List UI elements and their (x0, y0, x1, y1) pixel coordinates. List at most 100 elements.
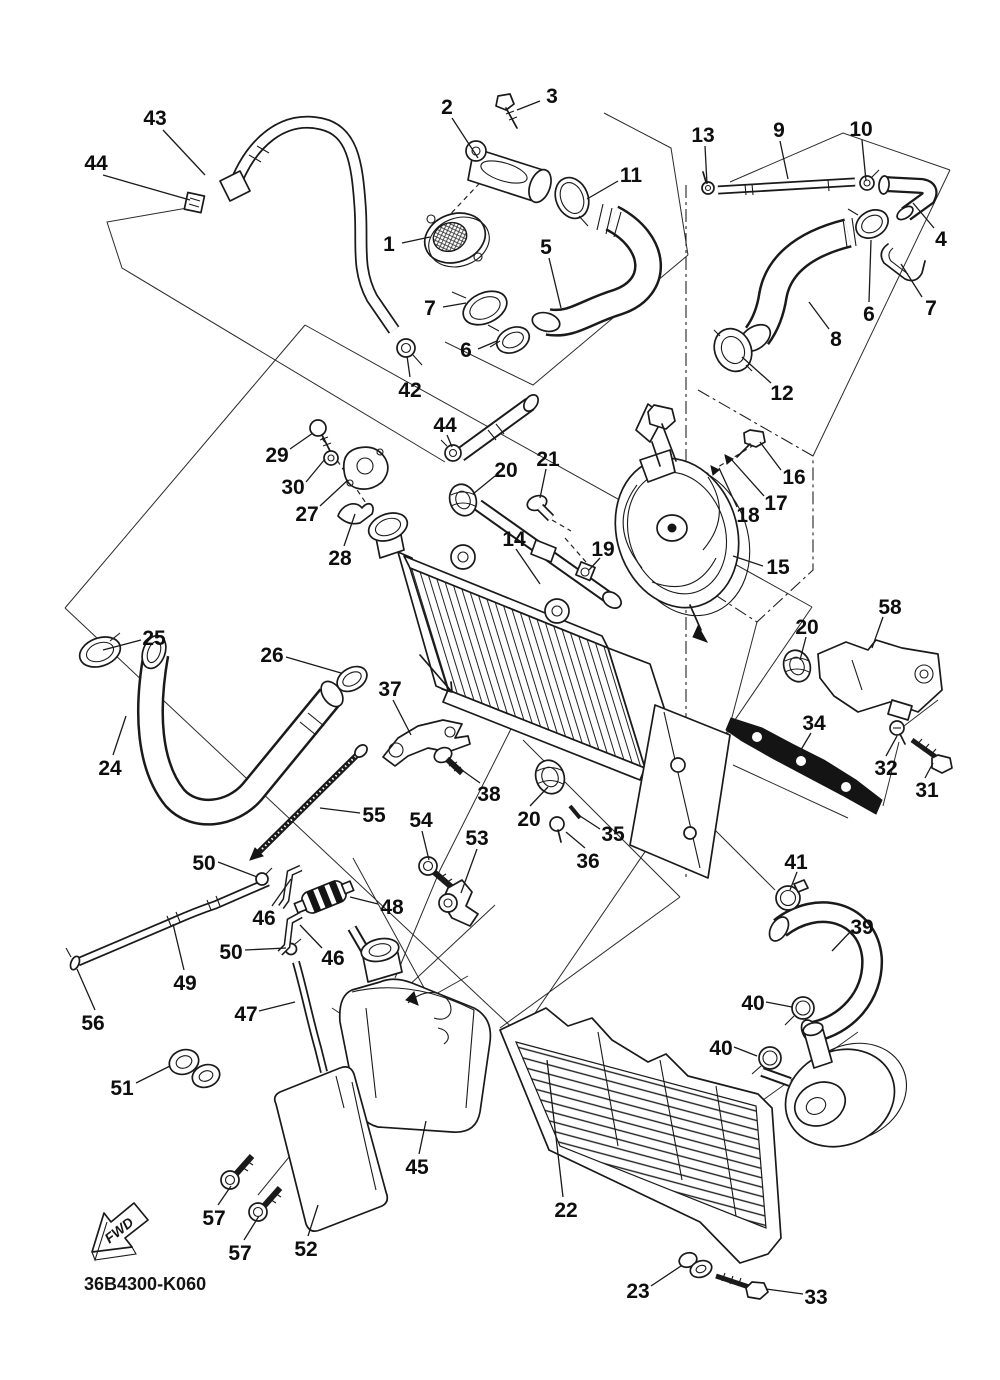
part-number-7: 7 (424, 297, 436, 320)
leader-line-48 (349, 896, 379, 905)
cap-stack (309, 419, 389, 525)
washer-30 (323, 450, 339, 466)
part-number-55: 55 (362, 804, 386, 827)
siphon-group (65, 864, 371, 1089)
leader-line-19 (588, 557, 601, 571)
part-number-16: 16 (782, 466, 805, 489)
part-number-26: 26 (260, 644, 283, 667)
part-number-4: 4 (935, 228, 947, 251)
rod-55 (249, 744, 368, 861)
part-number-22: 22 (554, 1199, 577, 1222)
clamp-40 (784, 996, 815, 1026)
leader-line-32 (885, 735, 898, 757)
part-number-47: 47 (234, 1003, 257, 1026)
inlet-pipe (474, 499, 622, 609)
part-number-33: 33 (804, 1286, 827, 1309)
joint-hose-top (440, 394, 539, 462)
part-number-21: 21 (536, 448, 560, 471)
part-number-51: 51 (110, 1077, 134, 1100)
clamp-10 (859, 169, 880, 191)
hose-5 (451, 203, 662, 354)
leader-line-40 (733, 1046, 758, 1057)
part-number-41: 41 (784, 851, 808, 874)
leader-line-36 (565, 831, 586, 849)
grommet-51 (168, 1048, 221, 1089)
outlet-fitting-58 (782, 639, 943, 721)
part-number-20: 20 (517, 808, 540, 831)
clamp-25 (78, 632, 122, 668)
bolt-54 (418, 856, 457, 893)
radiator-14 (367, 483, 731, 879)
leader-line-35 (579, 815, 601, 830)
pin-18 (710, 465, 720, 476)
part-number-19: 19 (591, 538, 614, 561)
clip-nut-19 (575, 561, 596, 582)
part-number-34: 34 (802, 712, 826, 735)
bracket-34 (725, 717, 953, 815)
leader-line-58 (871, 616, 884, 649)
cap-56 (69, 955, 81, 971)
part-number-11: 11 (620, 164, 643, 187)
bolt-31 (910, 737, 953, 774)
clamp-41 (775, 879, 809, 911)
overflow-hose-47 (292, 960, 328, 1073)
bolt-33 (715, 1272, 769, 1300)
leader-line-50 (244, 947, 287, 951)
part-number-25: 25 (142, 627, 166, 650)
part-number-36: 36 (576, 850, 599, 873)
leader-line-37 (392, 699, 412, 736)
leader-line-2 (451, 117, 479, 159)
part-number-45: 45 (405, 1156, 429, 1179)
part-number-15: 15 (766, 556, 790, 579)
leader-line-43 (162, 129, 206, 176)
joint-pipe-46 (277, 911, 303, 956)
leader-line-33 (765, 1288, 804, 1295)
mount-ring (450, 544, 476, 570)
leader-line-42 (406, 355, 411, 378)
leader-line-28 (343, 513, 356, 547)
part-number-9: 9 (773, 119, 785, 142)
leader-line-22 (546, 1059, 564, 1198)
cap-1 (423, 212, 490, 268)
leader-line-54 (421, 830, 430, 861)
part-number-12: 12 (770, 382, 793, 405)
holder-7-right (880, 243, 926, 282)
part-number-42: 42 (398, 379, 421, 402)
part-number-20: 20 (494, 459, 517, 482)
grommet-20-top (448, 483, 478, 517)
part-number-23: 23 (626, 1280, 649, 1303)
part-number-50: 50 (219, 941, 242, 964)
leader-line-9 (779, 140, 789, 180)
part-number-5: 5 (540, 236, 552, 259)
screw-32 (889, 720, 906, 745)
leader-line-44 (446, 434, 453, 448)
valve-48 (293, 880, 355, 914)
leader-line-27 (319, 479, 349, 507)
part-number-14: 14 (502, 528, 526, 551)
part-number-28: 28 (328, 547, 352, 570)
leader-line-7 (442, 302, 467, 308)
collar-23 (678, 1251, 713, 1279)
leader-line-20 (472, 475, 496, 495)
leader-line-51 (135, 1065, 171, 1084)
part-number-17: 17 (764, 492, 787, 515)
clip-50 (255, 867, 273, 886)
leader-line-21 (539, 468, 547, 499)
leader-line-44 (102, 174, 191, 201)
clamp-42 (396, 338, 423, 366)
part-number-38: 38 (477, 783, 501, 806)
leader-line-52 (307, 1204, 319, 1237)
leader-line-6 (868, 239, 872, 303)
part-number-6: 6 (460, 339, 472, 362)
leader-line-25 (102, 639, 142, 651)
leader-line-50 (217, 861, 258, 878)
pin-17 (724, 454, 734, 465)
part-number-58: 58 (878, 596, 902, 619)
leader-line-38 (451, 762, 481, 784)
leader-line-5 (548, 257, 562, 309)
leader-line-34 (798, 732, 812, 754)
part-number-52: 52 (294, 1238, 317, 1261)
leader-line-41 (789, 871, 798, 891)
radiator-cap (367, 512, 409, 559)
